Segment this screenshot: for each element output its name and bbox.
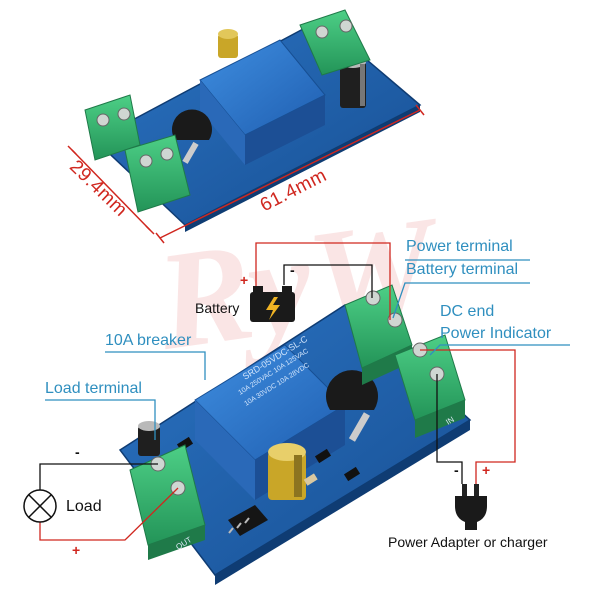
top-relay — [199, 39, 326, 165]
lamp-icon — [23, 489, 57, 523]
top-transistor — [172, 109, 212, 164]
adapter-minus-sign: - — [454, 462, 459, 478]
bottom-chip — [228, 505, 268, 536]
pcb-in-label: IN — [444, 415, 456, 427]
load-red-wire — [39, 487, 179, 541]
callout-power-terminal: Power terminal — [406, 238, 513, 255]
wiring — [39, 242, 570, 541]
battery-icon — [250, 286, 295, 322]
bottom-board: SRD-05VDC-SL-C 10A 250VAC 10A 125VAC 10A… — [118, 284, 472, 585]
callout-line-load — [45, 399, 156, 440]
bottom-capacitor — [268, 443, 306, 500]
adapter-black-wire — [436, 374, 463, 484]
top-left-terminal-2 — [124, 134, 191, 213]
adapter-label: Power Adapter or charger — [388, 534, 548, 550]
battery-black-wire — [283, 264, 373, 298]
callout-line-battery — [392, 282, 530, 319]
battery-minus-sign: - — [290, 262, 295, 278]
callout-line-breaker — [105, 351, 206, 380]
load-terminal-block — [129, 444, 206, 560]
adapter-red-wire — [420, 349, 516, 484]
top-small-cap — [218, 29, 238, 58]
load-minus-sign: - — [75, 444, 80, 460]
callout-battery-terminal: Battery terminal — [406, 261, 519, 278]
battery-plus-sign: + — [240, 272, 249, 288]
callout-dc-end: DC end — [440, 303, 495, 320]
top-right-terminal — [299, 9, 371, 76]
callout-load-terminal: Load terminal — [45, 380, 142, 397]
load-black-wire — [39, 463, 158, 490]
callout-line-dc — [429, 344, 570, 356]
adapter-plus-sign: + — [482, 462, 491, 478]
load-plus-sign: + — [72, 542, 81, 558]
battery-label: Battery — [195, 300, 240, 316]
dc-terminal-block — [394, 334, 466, 438]
callout-power-indicator: Power Indicator — [440, 325, 552, 342]
load-label: Load — [66, 498, 102, 515]
plug-icon — [455, 484, 487, 530]
battery-red-wire — [255, 242, 391, 320]
callout-breaker: 10A breaker — [105, 332, 192, 349]
dimension-lines — [67, 104, 425, 244]
bottom-small-cap — [138, 421, 160, 456]
